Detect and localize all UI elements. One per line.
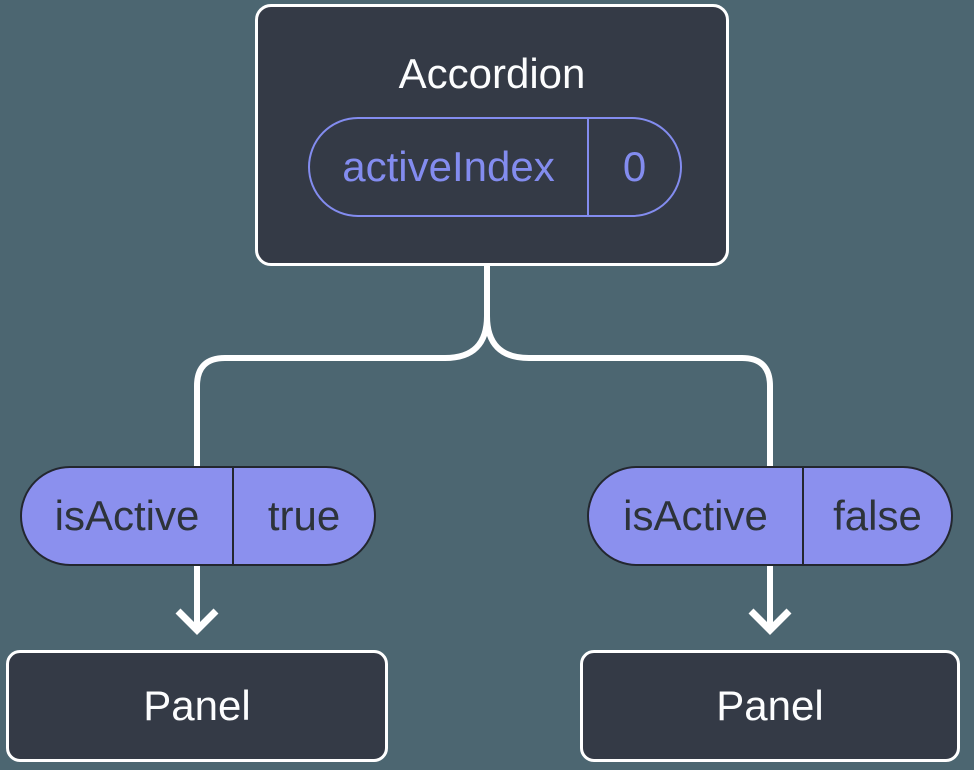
prop-pill-right: isActive false <box>587 466 953 566</box>
arrow-left-head-icon <box>175 608 219 635</box>
prop-pill-right-value: false <box>802 468 951 564</box>
prop-pill-left-label: isActive <box>54 492 200 539</box>
prop-pill-left: isActive true <box>20 466 376 566</box>
accordion-node-title: Accordion <box>398 50 586 97</box>
state-pill: activeIndex 0 <box>308 117 682 217</box>
panel-node-right: Panel <box>580 650 960 762</box>
branch-left-line <box>194 255 490 468</box>
state-pill-value: 0 <box>587 119 680 215</box>
panel-node-left: Panel <box>6 650 388 762</box>
arrow-right-head-icon <box>748 608 792 635</box>
accordion-node: Accordion activeIndex 0 <box>255 4 729 266</box>
prop-pill-left-value: true <box>232 468 374 564</box>
branch-right-line <box>484 255 773 468</box>
prop-pill-right-label: isActive <box>623 492 768 539</box>
state-pill-label: activeIndex <box>342 143 555 190</box>
